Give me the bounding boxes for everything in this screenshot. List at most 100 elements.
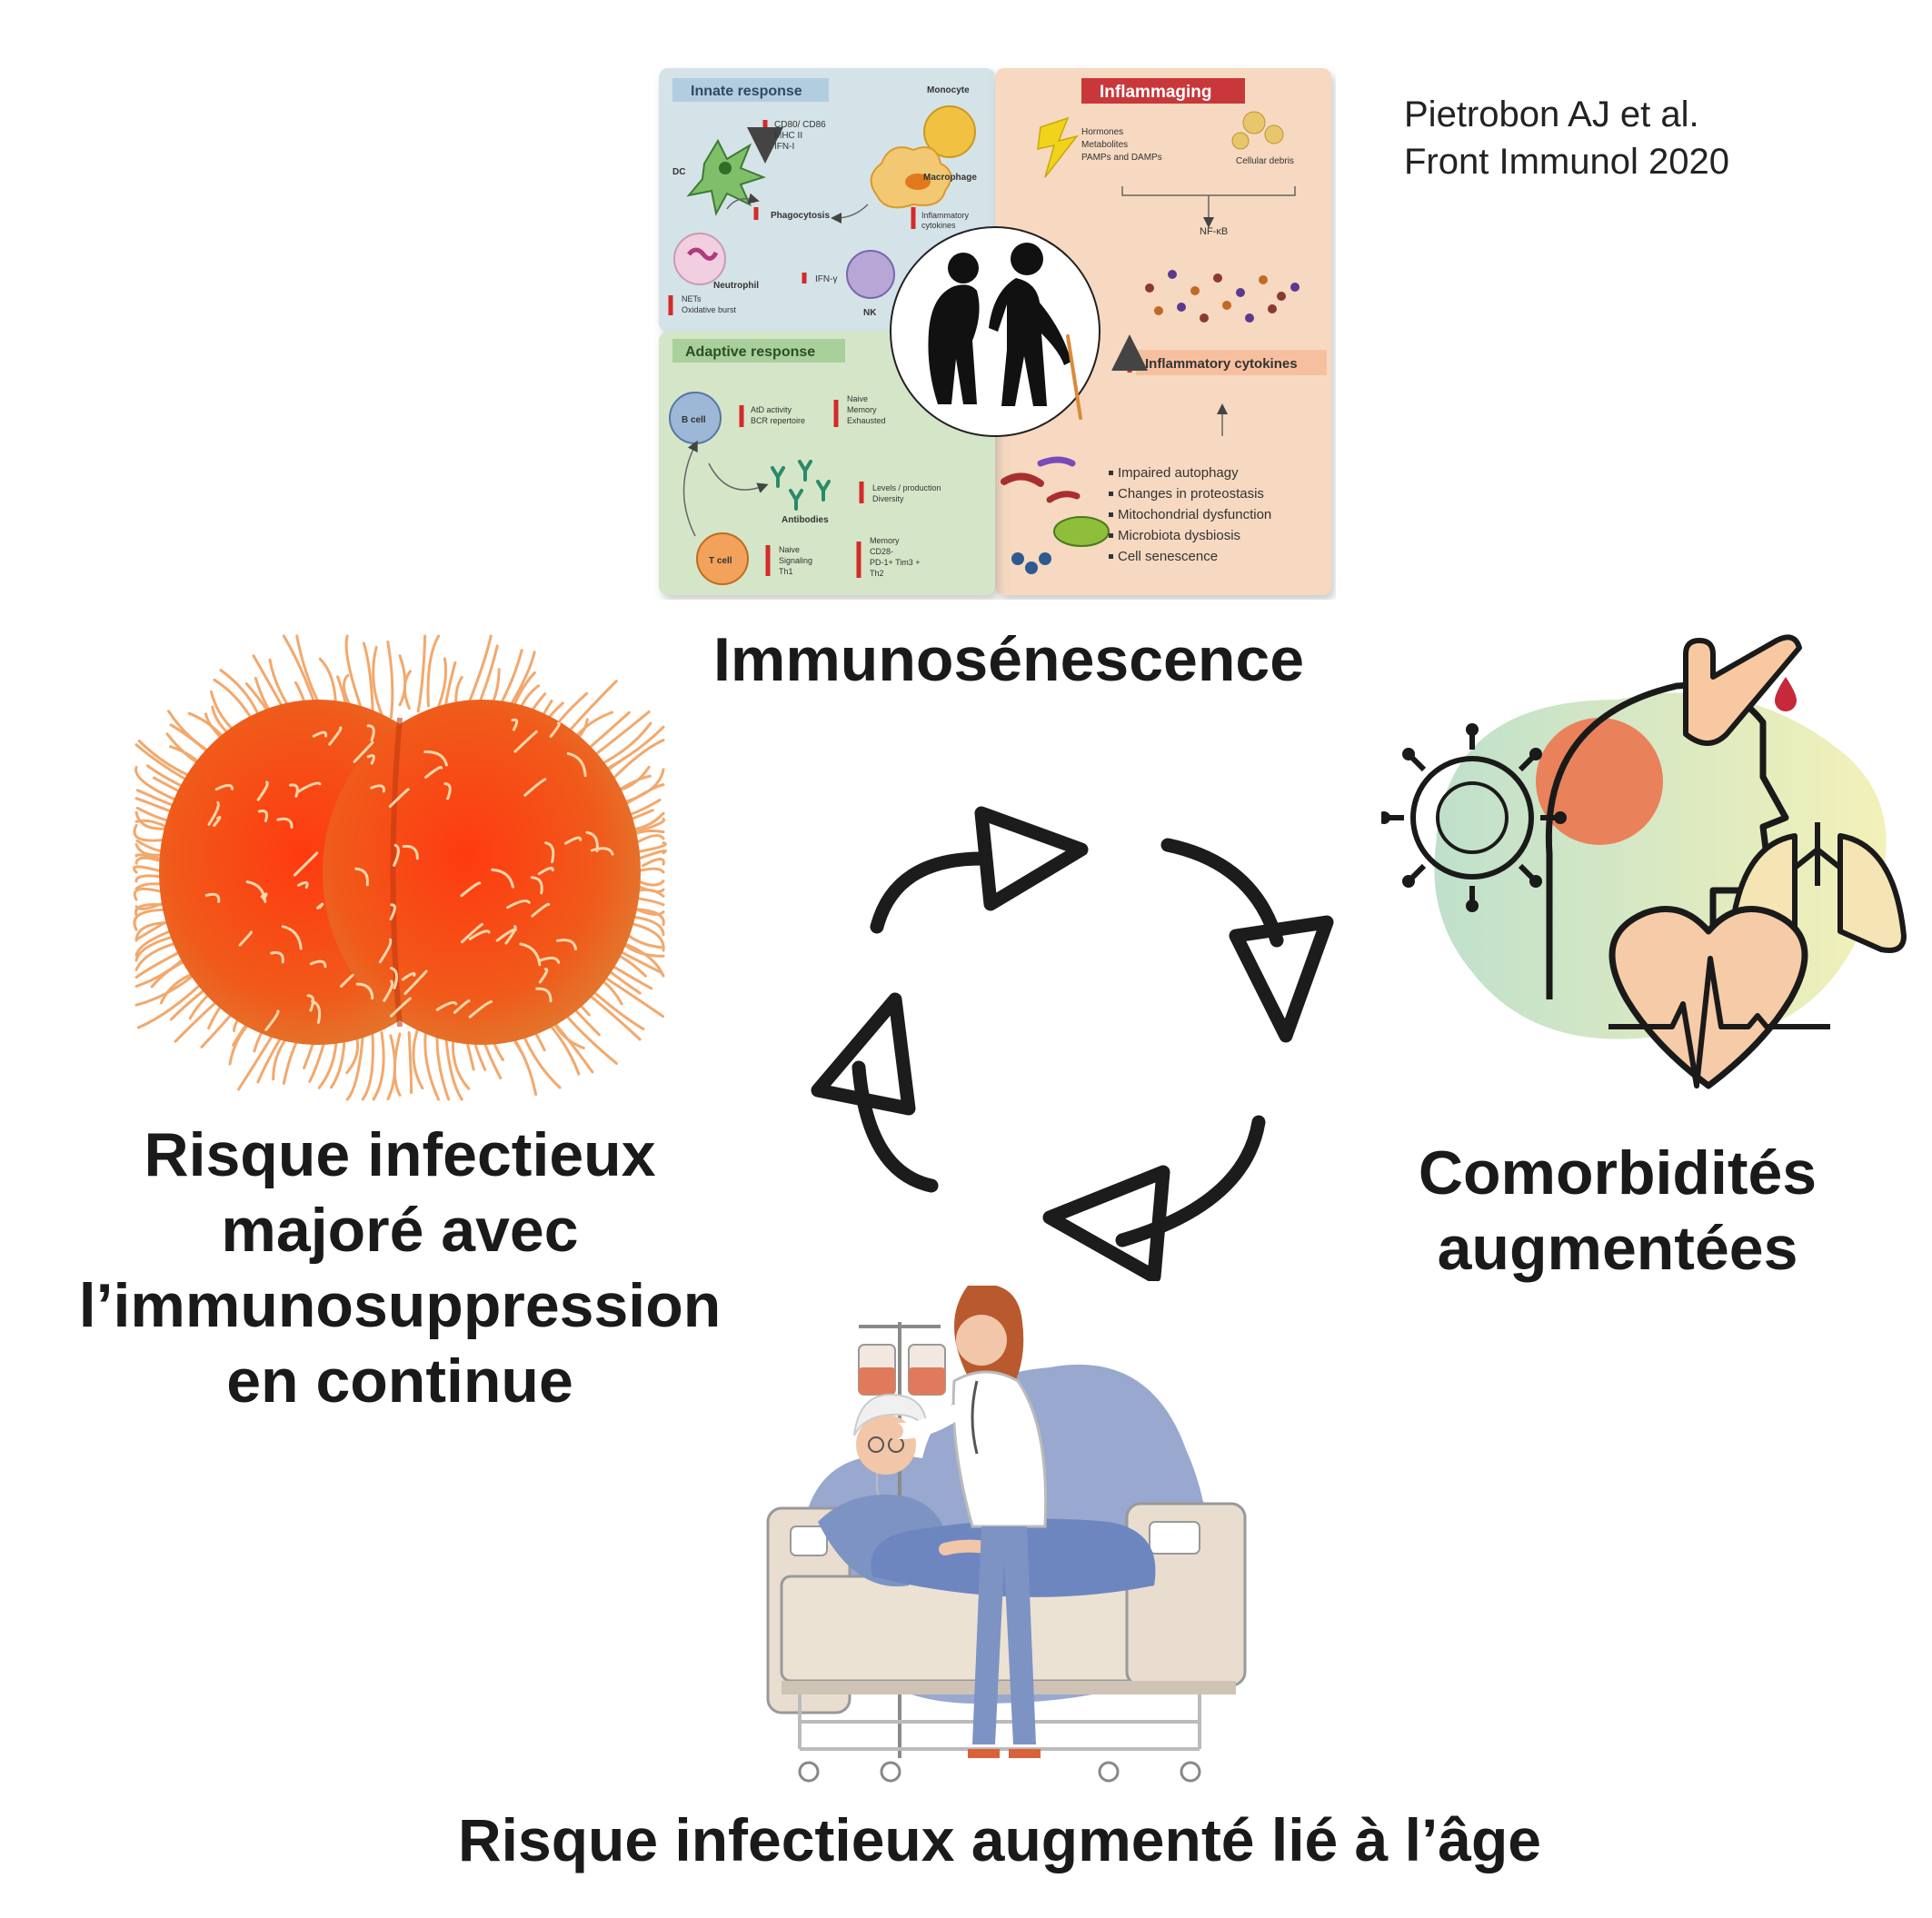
surface-pilus — [245, 880, 267, 903]
surface-pilus — [281, 925, 303, 950]
surface-pilus — [460, 881, 482, 898]
surface-pilus — [388, 788, 410, 808]
flagellum — [403, 670, 412, 711]
dc-marker-3: IFN-I — [774, 142, 794, 152]
node-immunosenescence: Immunosénescence — [712, 625, 1305, 694]
cytokine-dots — [1145, 270, 1300, 323]
node-age-risk: Risque infectieux augmenté lié à l’âge — [457, 1806, 1542, 1873]
surface-pilus — [289, 783, 299, 798]
nets-label-1: NETs — [682, 294, 702, 303]
nk-cell — [846, 250, 895, 299]
surface-pilus — [423, 750, 448, 767]
flagellum — [361, 1030, 374, 1101]
nfkb-label: NF-κB — [1200, 226, 1228, 237]
ifng-label: IFN-γ — [815, 274, 837, 284]
monocyte-cell — [923, 105, 976, 158]
finger-icon — [1683, 634, 1802, 746]
node-risk-immunosuppression: Risque infectieux majoré avec l’immunosu… — [27, 1118, 772, 1419]
t-down-2: Signaling — [779, 556, 812, 565]
elderly-couple-icon — [890, 226, 1100, 437]
cycle-arrow-top — [870, 851, 989, 934]
t-up-2: CD28- — [870, 547, 893, 556]
surface-pilus — [213, 816, 222, 827]
inflammaging-title: Inflammaging — [1100, 83, 1212, 102]
dc-marker-1: CD80/ CD86 — [774, 120, 826, 130]
surface-pilus — [296, 781, 322, 794]
dc-marker-2: MHC II — [774, 131, 802, 141]
citation-line-1: Pietrobon AJ et al. — [1404, 94, 1699, 134]
bcell-label: B cell — [682, 415, 706, 425]
nk-label: NK — [863, 308, 877, 318]
b-down-2: BCR repertoire — [751, 416, 805, 425]
cycle-arrow-left — [851, 1060, 939, 1193]
b-up-3: Exhausted — [847, 416, 886, 425]
surface-pilus — [555, 939, 578, 950]
surface-pilus — [403, 969, 428, 996]
node-comorbidities: Comorbidités augmentées — [1345, 1136, 1890, 1287]
surface-pilus — [238, 930, 253, 947]
surface-pilus — [537, 866, 554, 876]
surface-pilus — [506, 899, 531, 909]
cause-1: Impaired autophagy — [1118, 465, 1239, 481]
surface-pilus — [590, 847, 614, 856]
surface-pilus — [402, 844, 419, 860]
antibody-icons — [771, 460, 831, 511]
flagellum — [344, 634, 365, 718]
surface-pilus — [312, 730, 328, 738]
cycle-arrow-bottom — [1115, 1115, 1266, 1247]
surface-pilus — [491, 868, 514, 889]
b-down-1: AtD activity — [751, 405, 792, 414]
surface-pilus — [566, 751, 587, 778]
ab-down-1: Levels / production — [872, 483, 941, 492]
immunosenescence-figure: Innate response Inflammaging Adaptive re… — [659, 68, 1331, 595]
surface-pilus — [256, 780, 269, 801]
nets-label-2: Oxidative burst — [682, 305, 737, 314]
surface-pilus — [530, 876, 543, 895]
flagellum — [386, 1034, 397, 1101]
surface-pilus — [270, 951, 284, 964]
citation: Pietrobon AJ et al. Front Immunol 2020 — [1404, 91, 1729, 185]
doctor — [887, 1286, 1048, 1758]
tcell-cell — [696, 532, 749, 585]
surface-pilus — [390, 997, 412, 1018]
macrophage-label: Macrophage — [923, 173, 977, 183]
t-up-3: PD-1+ Tim3 + — [870, 558, 921, 567]
tcell-label: T cell — [709, 556, 732, 566]
surface-pilus — [443, 782, 452, 800]
flagellum — [398, 654, 407, 707]
antibodies-label: Antibodies — [782, 515, 829, 525]
flagellum — [372, 645, 383, 717]
inflam-cyt-2: cytokines — [921, 221, 956, 230]
flagellum — [435, 1033, 451, 1101]
surface-pilus — [383, 979, 394, 1002]
surface-pilus — [544, 841, 555, 863]
surface-pilus — [389, 903, 396, 920]
flagellum — [407, 1031, 413, 1094]
surface-pilus — [306, 994, 315, 1012]
flagellum — [426, 634, 441, 708]
lightning-icon — [1037, 116, 1079, 178]
flagellum — [134, 928, 176, 957]
surface-pilus — [504, 925, 517, 945]
surface-pilus — [257, 810, 269, 822]
surface-pilus — [511, 718, 519, 731]
dc-label: DC — [672, 167, 685, 177]
flagellum — [386, 641, 394, 720]
neutrophil-cell — [673, 233, 726, 285]
surface-pilus — [393, 843, 400, 867]
left-caption-line-2: majoré avec — [221, 1195, 579, 1265]
flagellum — [345, 1030, 365, 1101]
bacteria-right-half — [323, 700, 641, 1045]
t-down-3: Th1 — [779, 567, 793, 576]
hospital-illustration — [766, 1286, 1247, 1783]
surface-pilus — [214, 783, 234, 791]
monocyte-label: Monocyte — [927, 85, 970, 95]
surface-pilus — [293, 851, 319, 877]
b-up-1: Naive — [847, 394, 868, 403]
surface-pilus — [366, 724, 375, 741]
surface-pilus — [354, 867, 369, 887]
inflam-input-2: Metabolites — [1081, 140, 1128, 150]
surface-pilus — [453, 999, 471, 1014]
surface-pilus — [204, 892, 221, 903]
flagellum — [133, 823, 165, 842]
